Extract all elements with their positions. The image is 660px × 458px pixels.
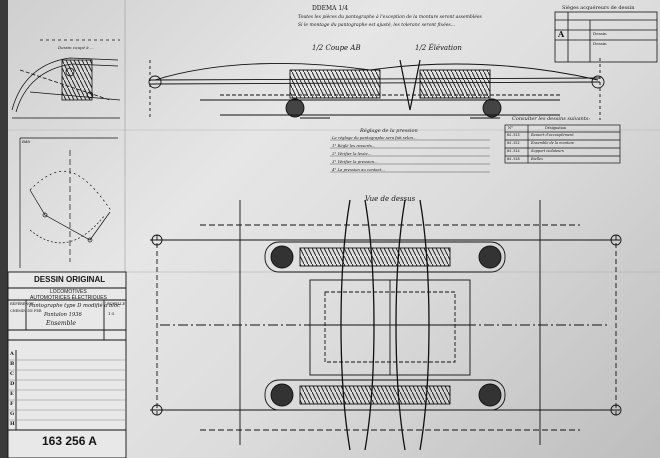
drawings-list-cell: Ressort d'accouplement [531, 133, 574, 137]
travel-diagram [19, 137, 118, 268]
row-letter: A [10, 351, 14, 357]
company-line-1: LOCOMOTIVES [50, 289, 87, 295]
drawings-list-cell: 84.514 [507, 149, 520, 153]
note-line: 3° Vérifier la pression... [332, 159, 378, 164]
plan-view [150, 199, 622, 451]
revision-entry: Dessin [593, 41, 607, 46]
horn-side-view [11, 39, 121, 119]
company-line-2: AUTOMOTRICES ÉLECTRIQUES [30, 295, 107, 301]
side-callout: Dessin coupé à ... [58, 45, 94, 50]
drawings-list-header-number: N° [508, 126, 513, 130]
drawing-title-line-1: Pantographe type D modifié à bloc [29, 303, 120, 309]
drawings-list-cell: 84.522 [507, 141, 520, 145]
row-letter: G [10, 411, 15, 417]
elevation-view-label: 1/2 Élévation [415, 44, 462, 52]
note-line: Le réglage du pantographe sera fait selo… [332, 135, 417, 140]
title-block-grid [7, 271, 127, 458]
row-letter: E [10, 391, 14, 397]
revisions-title: Sièges acquéreurs de dessin [562, 5, 635, 11]
sheet-code: DDEMA 1/4 [312, 5, 349, 12]
drawings-list-cell: 84.513 [507, 133, 520, 137]
plan-view-label: Vue de dessus [365, 195, 416, 203]
drawings-list-cell: 84.518 [507, 157, 520, 161]
side-label: Bâti [22, 139, 31, 144]
drawings-list-cell: Ensemble de la monture [531, 141, 575, 145]
drawings-list-title: Consulter les dessins suivants: [512, 116, 591, 122]
notes-title: Réglage de la pression [360, 128, 418, 134]
railway-label: CHEMIN DE FER [10, 309, 42, 313]
drawings-list-cell: Support isolateurs [531, 149, 564, 153]
title-block-heading: DESSIN ORIGINAL [34, 275, 106, 284]
drawing-title-line-2: Pantalon 1936 [44, 312, 82, 318]
sheet-edge [0, 0, 8, 458]
drawing-number: 163 256 A [42, 434, 97, 448]
row-letter: B [10, 361, 15, 367]
notes-underlines [330, 139, 490, 173]
revision-letter: A [558, 29, 565, 39]
scale-value: 1:5 [108, 311, 115, 316]
row-letter: H [10, 421, 15, 427]
drawings-list-cell: Bielles [531, 157, 543, 161]
note-line: 2° Vérifier la levée... [332, 151, 372, 156]
scale-label: ÉCHELLE [107, 302, 126, 306]
general-note-1: Toutes les pièces du pantographe à l'exc… [298, 15, 482, 20]
section-view-label: 1/2 Coupe AB [312, 44, 361, 52]
note-line: 4° La pression au contact... [332, 167, 385, 172]
reference-label: RÉFÉRENCE [10, 302, 34, 306]
drawing-title-line-3: Ensemble [46, 320, 76, 327]
row-letter: C [10, 371, 14, 377]
row-letter: F [10, 401, 14, 407]
drawings-list-header-name: Désignation [545, 126, 567, 130]
row-letter: D [10, 381, 15, 387]
drawings-list-grid [504, 124, 621, 164]
revision-grid [554, 11, 658, 63]
revision-entry: Dessin [593, 31, 607, 36]
elevation-view [148, 58, 605, 120]
note-line: 1° Réglé les ressorts... [332, 143, 376, 148]
general-note-2: Si le montage du pantographe est ajusté,… [298, 23, 456, 28]
